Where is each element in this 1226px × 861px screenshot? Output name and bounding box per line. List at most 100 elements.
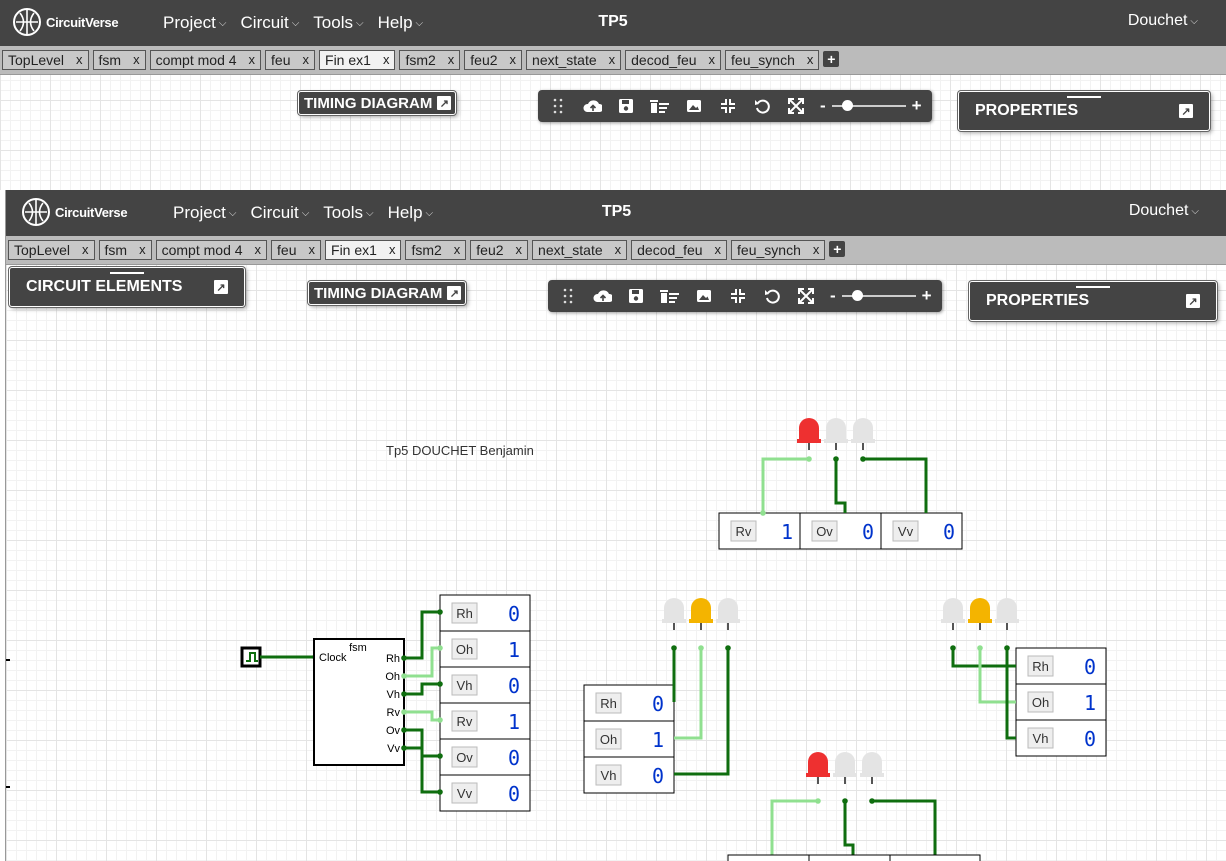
image-icon[interactable] <box>694 286 714 306</box>
wire-node[interactable] <box>437 789 443 795</box>
wire-node[interactable] <box>950 645 956 651</box>
tab-close-button[interactable]: x <box>806 52 814 67</box>
wire[interactable] <box>674 648 730 776</box>
wire[interactable] <box>834 459 847 513</box>
tab-close-button[interactable]: x <box>388 242 396 257</box>
wire[interactable] <box>404 746 440 794</box>
wire-node[interactable] <box>401 655 407 661</box>
wire[interactable] <box>761 457 809 513</box>
wire[interactable] <box>978 648 1016 704</box>
circuit-elements-panel[interactable]: CIRCUIT ELEMENTS ↗ <box>9 267 245 307</box>
probe-box[interactable] <box>889 854 981 861</box>
tab-close-button[interactable]: x <box>708 52 716 67</box>
zoom-out-button[interactable]: - <box>830 286 836 305</box>
cloud-upload-icon[interactable] <box>592 286 612 306</box>
wire[interactable] <box>863 457 928 513</box>
wire[interactable] <box>404 710 440 722</box>
zoom-slider-knob[interactable] <box>841 100 853 111</box>
wire[interactable] <box>1005 648 1016 740</box>
wire-node[interactable] <box>437 717 443 723</box>
zoom-slider-knob[interactable] <box>851 290 863 301</box>
menu-help[interactable]: Help⌵ <box>388 203 434 223</box>
wire-node[interactable] <box>437 753 443 759</box>
drag-handle-icon[interactable] <box>548 96 568 116</box>
circuitverse-logo[interactable]: CircuitVerse <box>12 7 119 37</box>
zoom-out-button[interactable]: - <box>820 96 826 115</box>
fsm-block[interactable] <box>313 638 405 766</box>
drag-handle-icon[interactable] <box>558 286 578 306</box>
menu-project[interactable]: Project⌵ <box>163 13 227 33</box>
wire-node[interactable] <box>671 645 677 651</box>
wire[interactable] <box>404 682 440 696</box>
wire-node[interactable] <box>698 645 704 651</box>
expand-icon[interactable]: ↗ <box>437 96 452 110</box>
tab-close-button[interactable]: x <box>139 242 146 257</box>
save-icon[interactable] <box>626 286 646 306</box>
wire[interactable] <box>951 648 1016 668</box>
wire-node[interactable] <box>401 745 407 751</box>
menu-tools[interactable]: Tools⌵ <box>313 13 363 33</box>
wire-node[interactable] <box>842 798 848 804</box>
wire-node[interactable] <box>437 645 443 651</box>
fullscreen-icon[interactable] <box>786 96 806 116</box>
tab-close-button[interactable]: x <box>453 242 461 257</box>
wire-node[interactable] <box>401 709 407 715</box>
wire[interactable] <box>674 648 703 740</box>
expand-icon[interactable]: ↗ <box>1186 294 1200 308</box>
wire[interactable] <box>770 799 818 855</box>
menu-tools[interactable]: Tools⌵ <box>323 203 373 223</box>
wire[interactable] <box>872 799 937 855</box>
tab-close-button[interactable]: x <box>447 52 455 67</box>
menu-project[interactable]: Project⌵ <box>173 203 237 223</box>
timing-diagram-panel[interactable]: TIMING DIAGRAM ↗ <box>298 91 457 115</box>
probe-box[interactable] <box>727 854 810 861</box>
tab-close-button[interactable]: x <box>248 52 256 67</box>
expand-icon[interactable]: ↗ <box>214 280 228 294</box>
zoom-slider[interactable] <box>831 100 906 111</box>
wire-node[interactable] <box>437 681 443 687</box>
delete-icon[interactable] <box>650 96 670 116</box>
wire-node[interactable] <box>437 609 443 615</box>
wire-node[interactable] <box>401 691 407 697</box>
tab-close-button[interactable]: x <box>82 242 89 257</box>
fit-screen-icon[interactable] <box>728 286 748 306</box>
wire-node[interactable] <box>815 798 821 804</box>
properties-panel[interactable]: PROPERTIES ↗ <box>969 281 1217 321</box>
zoom-slider[interactable] <box>841 290 916 301</box>
expand-icon[interactable]: ↗ <box>447 286 462 300</box>
menu-circuit[interactable]: Circuit⌵ <box>251 203 310 223</box>
wire[interactable] <box>404 610 440 660</box>
zoom-control[interactable]: - + <box>830 286 932 306</box>
tab-close-button[interactable]: x <box>76 52 83 67</box>
wire-node[interactable] <box>725 645 731 651</box>
tab-close-button[interactable]: x <box>302 52 310 67</box>
probe-box[interactable] <box>808 854 891 861</box>
cloud-upload-icon[interactable] <box>582 96 602 116</box>
tab-close-button[interactable]: x <box>714 242 722 257</box>
expand-icon[interactable]: ↗ <box>1179 104 1193 118</box>
user-menu[interactable]: Douchet⌵ <box>1129 202 1199 220</box>
fullscreen-icon[interactable] <box>796 286 816 306</box>
wire-node[interactable] <box>806 456 812 462</box>
wire-node[interactable] <box>860 456 866 462</box>
zoom-control[interactable]: - + <box>820 96 922 116</box>
timing-diagram-panel[interactable]: TIMING DIAGRAM ↗ <box>308 281 467 305</box>
properties-panel[interactable]: PROPERTIES ↗ <box>958 91 1210 131</box>
save-icon[interactable] <box>616 96 636 116</box>
image-icon[interactable] <box>684 96 704 116</box>
